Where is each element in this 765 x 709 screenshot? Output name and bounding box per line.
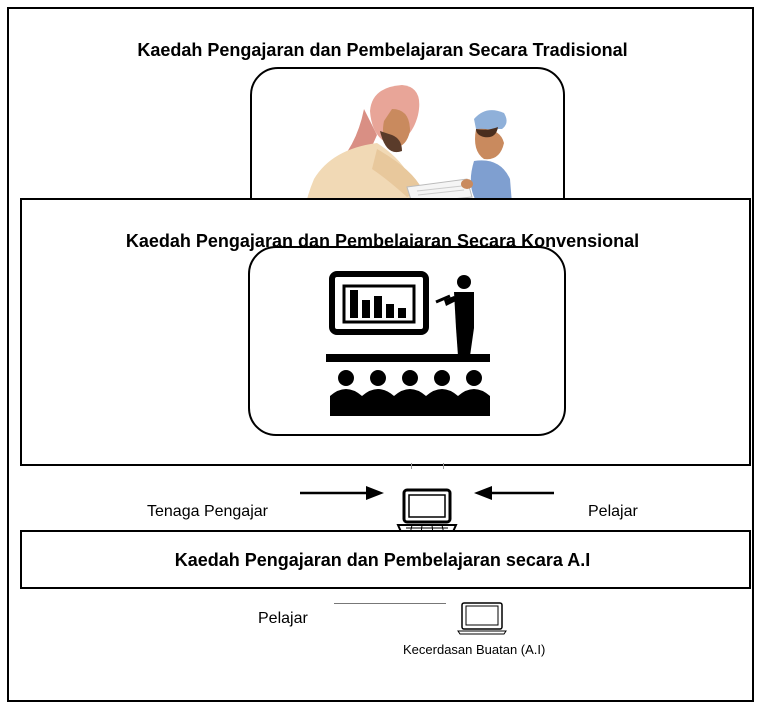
teacher-label: Tenaga Pengajar [147,503,268,520]
connector-stub-left [411,463,412,469]
ai-connector-line [334,603,446,604]
ai-student-label: Pelajar [258,610,308,627]
connector-stub-right [443,463,444,469]
ai-laptop-icon [457,602,507,635]
ai-title-bar [20,530,751,589]
ai-device-label: Kecerdasan Buatan (A.I) [403,642,546,657]
arrow-left-icon [474,486,554,500]
ai-title: Kaedah Pengajaran dan Pembelajaran secar… [174,550,591,570]
traditional-title: Kaedah Pengajaran dan Pembelajaran Secar… [137,40,628,60]
online-student-label: Pelajar [588,503,638,520]
laptop-icon [396,488,458,535]
teacher-student-illustration-icon [300,85,512,265]
presenter-chart-audience-icon [326,271,490,416]
arrow-right-icon [300,486,384,500]
conventional-illustration-card [248,246,566,436]
